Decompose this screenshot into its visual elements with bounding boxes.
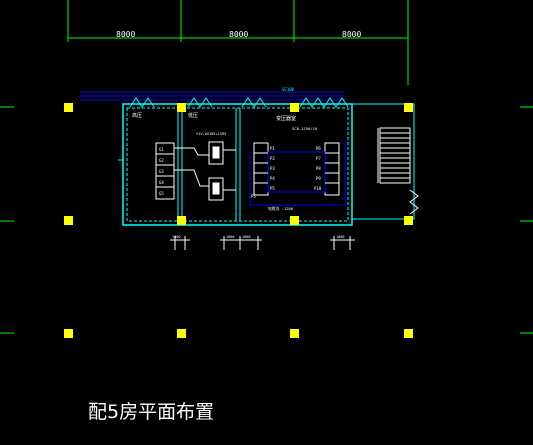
stair-break (409, 189, 419, 215)
panel-group-left (155, 142, 175, 200)
column (404, 216, 413, 225)
panel-p2: P2 (270, 156, 275, 161)
wire-2 (174, 169, 209, 187)
busbar-frame (267, 151, 326, 193)
panel-p5-tag: P5 (251, 194, 256, 199)
dimension-bottom-3: 1000 (242, 235, 250, 239)
marker-1 (129, 97, 155, 108)
equipment-box-upper (208, 141, 224, 165)
column (290, 329, 299, 338)
panel-p9: P9 (316, 176, 321, 181)
panel-g4: G4 (159, 180, 164, 185)
walls (118, 103, 353, 226)
column (177, 216, 186, 225)
axis-grid (0, 0, 533, 334)
equipment-core-upper (212, 146, 220, 159)
conduit-label: SC100 (282, 87, 295, 92)
panel-g5: G5 (159, 191, 164, 196)
stair-flight (379, 127, 411, 184)
break-markers (129, 97, 349, 108)
column (404, 103, 413, 112)
panel-p10: P10 (314, 186, 322, 191)
panel-column-right (324, 142, 340, 196)
column (177, 329, 186, 338)
column (290, 103, 299, 112)
cable-conduits (80, 91, 345, 101)
marker-2 (187, 97, 213, 108)
bottom-note: 电缆沟 -1200 (268, 206, 294, 211)
high-voltage-panels (155, 142, 175, 200)
column (290, 216, 299, 225)
panel-p3: P3 (270, 166, 275, 171)
staircase (351, 103, 419, 220)
drawing-title: 配5房平面布置 (88, 401, 214, 423)
dimension-top-1: 8000 (116, 30, 135, 39)
room-low-voltage-label: 低压 (188, 112, 198, 119)
column (64, 216, 73, 225)
dimension-top-3: 8000 (342, 30, 361, 39)
inner-wall (126, 107, 349, 222)
panel-p8: P8 (316, 166, 321, 171)
panel-g1: G1 (159, 147, 164, 152)
transformer-note: SCB-1250/10 (292, 126, 318, 131)
equipment-box-lower (208, 177, 224, 201)
column (64, 103, 73, 112)
panel-p1: P1 (270, 146, 275, 151)
busbar-label: YJV-4X185+1X95 (196, 132, 226, 136)
structural-columns (64, 103, 413, 338)
panel-p4: P4 (270, 176, 275, 181)
column (64, 329, 73, 338)
room-transformer-label: 变压器室 (276, 115, 296, 122)
panel-p7: P7 (316, 156, 321, 161)
column (404, 329, 413, 338)
transformer-room-equipment (249, 140, 346, 206)
dimension-bottom-1: 1000 (172, 235, 180, 239)
marker-4 (299, 97, 349, 108)
dimension-bottom-2: 1000 (226, 235, 234, 239)
dimension-bottom-4: 1000 (336, 235, 344, 239)
panel-g2: G2 (159, 158, 164, 163)
column (177, 103, 186, 112)
busbar-route (249, 140, 346, 206)
panel-p6: P6 (316, 146, 321, 151)
stair-outline (351, 103, 415, 220)
marker-3 (241, 97, 267, 108)
dimension-top-2: 8000 (229, 30, 248, 39)
panel-p5-col: P5 (270, 186, 275, 191)
room-high-voltage-label: 高压 (132, 112, 142, 119)
panel-g3: G3 (159, 169, 164, 174)
wire-1 (174, 147, 209, 156)
bottom-dimensions (170, 236, 355, 250)
low-voltage-equipment (174, 141, 236, 201)
equipment-core-lower (212, 182, 220, 195)
panel-column-left (253, 142, 269, 196)
